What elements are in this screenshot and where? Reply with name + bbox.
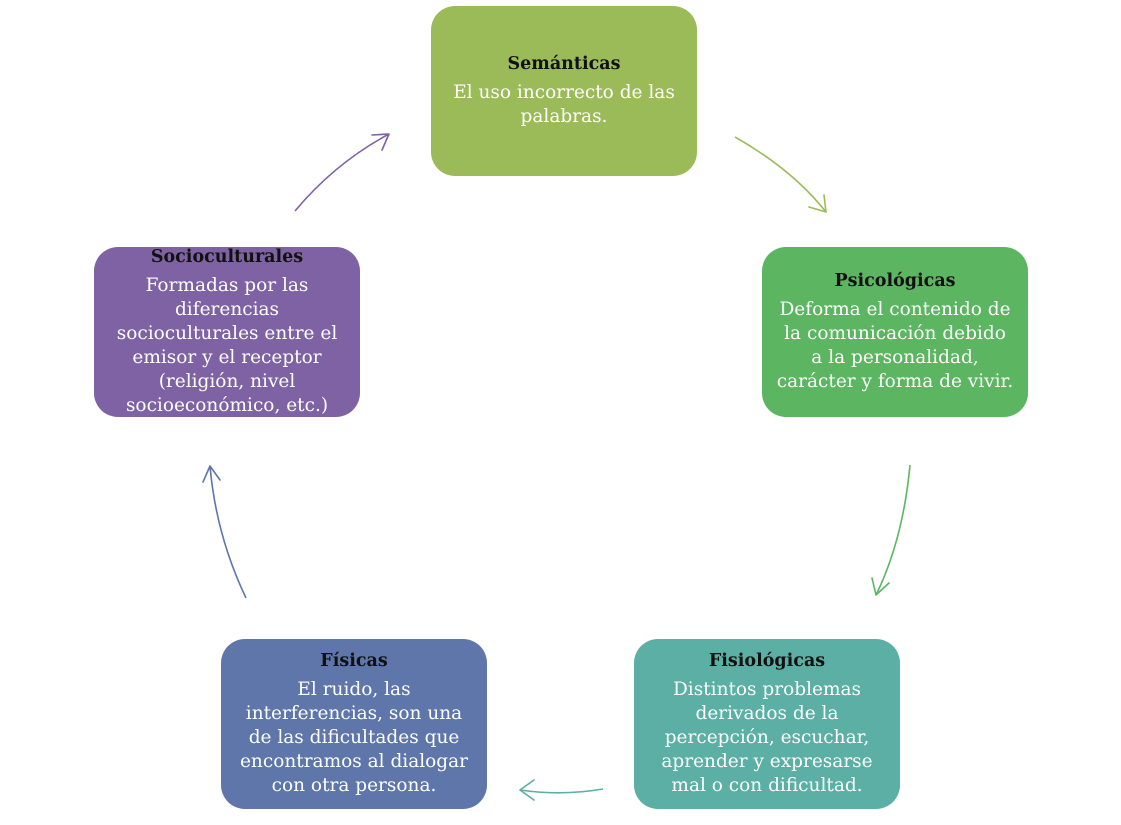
node-title: Psicológicas bbox=[834, 271, 956, 291]
node-fisicas: Físicas El ruido, las interferencias, so… bbox=[221, 639, 487, 809]
node-title: Socioculturales bbox=[150, 247, 304, 267]
node-description: El ruido, las interferencias, son una de… bbox=[239, 679, 469, 796]
node-psicologicas: Psicológicas Deforma el contenido de la … bbox=[762, 247, 1028, 417]
arrow-semanticas-to-psicologicas bbox=[734, 136, 827, 213]
node-fisiologicas: Fisiológicas Distintos problemas derivad… bbox=[634, 639, 900, 809]
node-description: Deforma el contenido de la comunicación … bbox=[776, 299, 1014, 392]
arrow-fisicas-to-socioculturales bbox=[202, 465, 247, 599]
node-description: Distintos problemas derivados de la perc… bbox=[661, 679, 873, 796]
node-socioculturales: Socioculturales Formadas por las diferen… bbox=[94, 247, 360, 417]
node-title: Fisiológicas bbox=[708, 651, 826, 671]
arrow-fisiologicas-to-fisicas bbox=[519, 779, 604, 801]
node-semanticas: Semánticas El uso incorrecto de las pala… bbox=[431, 6, 697, 176]
node-description: Formadas por las diferencias sociocultur… bbox=[116, 275, 338, 416]
node-title: Semánticas bbox=[507, 54, 621, 74]
node-title: Físicas bbox=[320, 651, 388, 671]
node-description: El uso incorrecto de las palabras. bbox=[453, 82, 675, 127]
arrow-psicologicas-to-fisiologicas bbox=[871, 464, 911, 596]
arrow-socioculturales-to-semanticas bbox=[294, 133, 390, 212]
